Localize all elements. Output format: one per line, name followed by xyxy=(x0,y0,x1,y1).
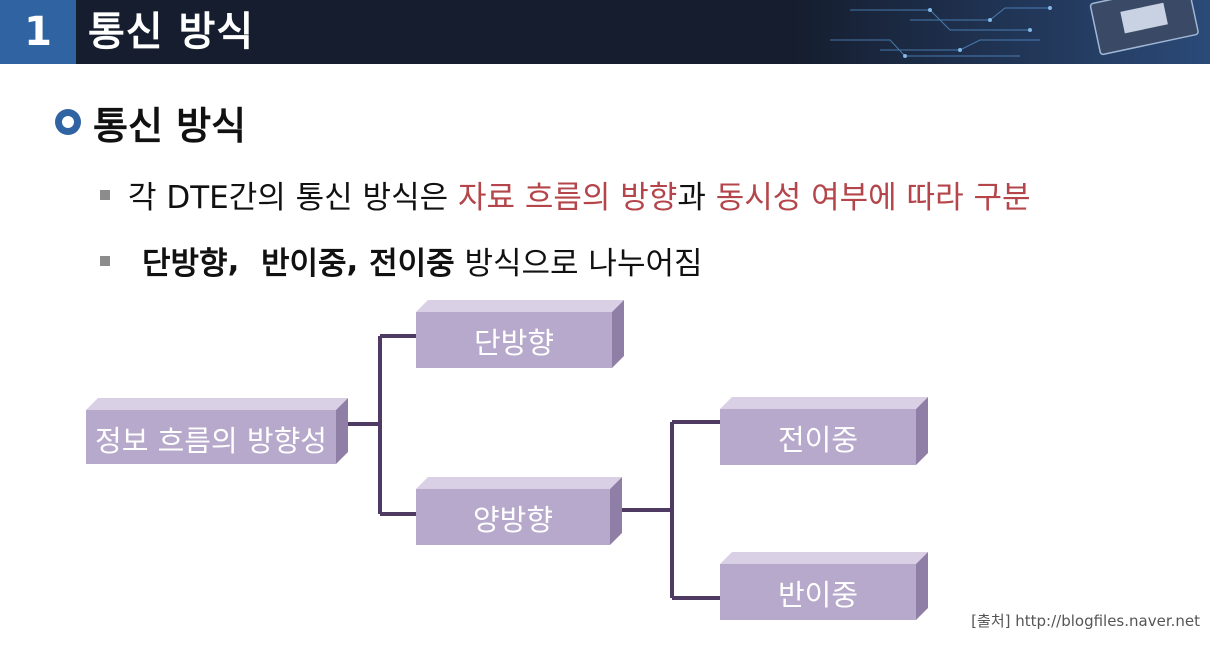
page-title: 통신 방식 xyxy=(88,9,255,55)
bullet1-highlight-direction: 자료 흐름의 방향 xyxy=(457,180,678,216)
duplex-label: 양방향 xyxy=(472,503,554,537)
bullet-item-1: 각 DTE간의 통신 방식은 자료 흐름의 방향 과 동시성 여부에 따라 구분 xyxy=(100,172,1030,217)
bullet1-mid: 과 xyxy=(677,180,716,216)
section-title: 통신 방식 xyxy=(93,103,247,148)
source-citation: [출처] http://blogfiles.naver.net xyxy=(971,612,1200,630)
bullet2-half-duplex: 반이중 xyxy=(260,246,347,282)
bullet-item-2: 단방향 , 반이중 , 전이중 방식으로 나누어짐 xyxy=(100,238,703,283)
bullet2-simplex: 단방향 xyxy=(142,246,228,282)
bullet2-full-duplex: 전이중 xyxy=(369,246,455,282)
bullet1-prefix: 각 DTE간의 통신 방식은 xyxy=(128,180,458,216)
section-heading: 통신 방식 xyxy=(55,100,246,148)
half-duplex-label: 반이중 xyxy=(777,578,859,612)
square-bullet-icon xyxy=(100,189,110,200)
section-number: 1 xyxy=(0,0,76,64)
root-label: 정보 흐름의 방향성 xyxy=(95,424,327,458)
bullet2-suffix: 방식으로 나누어짐 xyxy=(454,246,703,282)
bullet1-highlight-sync: 동시성 여부에 따라 구분 xyxy=(715,180,1031,216)
circle-bullet-icon xyxy=(55,109,81,135)
bullet2-sep2: , xyxy=(346,242,370,279)
circuit-chip-decoration xyxy=(790,0,1210,64)
full-duplex-label: 전이중 xyxy=(777,423,859,457)
square-bullet-icon xyxy=(100,255,110,266)
simplex-label: 단방향 xyxy=(473,326,555,360)
title-bar: 1 통신 방식 xyxy=(0,0,1210,64)
bullet2-sep1: , xyxy=(227,242,261,279)
